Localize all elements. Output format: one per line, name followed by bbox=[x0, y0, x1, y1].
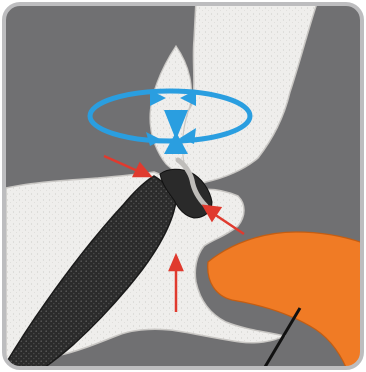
knee-illustration-panel bbox=[0, 0, 366, 372]
knee-joint-illustration bbox=[0, 0, 366, 372]
